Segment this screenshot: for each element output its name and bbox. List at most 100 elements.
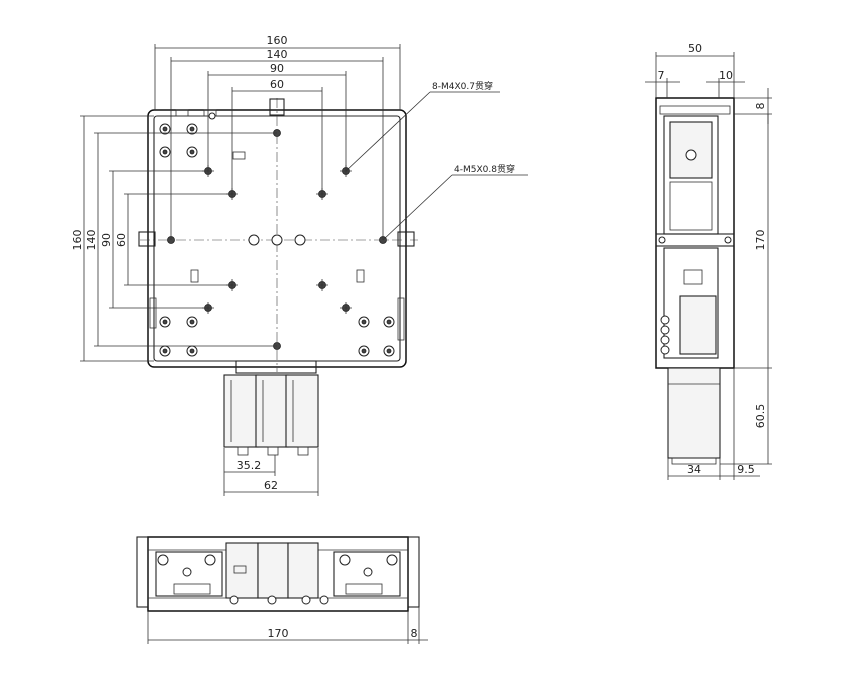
dim-text: 34 xyxy=(687,463,701,476)
hole xyxy=(157,554,169,566)
hole xyxy=(294,234,306,246)
side-middle-plate xyxy=(655,233,735,247)
motor-left xyxy=(223,374,259,448)
hole xyxy=(339,554,351,566)
hole-core xyxy=(162,126,168,132)
leader-line xyxy=(382,174,453,241)
thread-notes: 8-M4X0.7贯穿 4-M5X0.8贯穿 xyxy=(345,80,528,241)
hole-core xyxy=(189,319,195,325)
dim-text: 60 xyxy=(270,78,284,91)
front-motor-right xyxy=(287,542,319,599)
dim-text: 60.5 xyxy=(754,404,767,429)
front-bottom-dims: 170 8 xyxy=(147,607,428,644)
hole xyxy=(208,112,216,120)
hole xyxy=(229,595,239,605)
hole xyxy=(386,554,398,566)
hole-core xyxy=(386,319,392,325)
hole-core xyxy=(361,348,367,354)
hole-core xyxy=(189,348,195,354)
side-top-rail xyxy=(659,105,731,115)
hole xyxy=(319,595,329,605)
dim-text: 8 xyxy=(411,627,418,640)
motor-foot xyxy=(297,446,309,456)
slot-top xyxy=(232,151,246,160)
hole-core xyxy=(386,348,392,354)
dim-text: 90 xyxy=(100,233,113,247)
hole xyxy=(658,236,666,244)
top-rail-block-left xyxy=(175,109,189,117)
side-motor-foot xyxy=(671,457,717,465)
front-right-block xyxy=(333,551,401,597)
dim-text: 9.5 xyxy=(737,463,755,476)
motor-foot xyxy=(267,446,279,456)
dim-text: 50 xyxy=(688,42,702,55)
hole xyxy=(271,234,283,246)
side-right-dims: 8 170 60.5 xyxy=(720,88,772,465)
dim-text: 170 xyxy=(754,230,767,251)
front-slot xyxy=(233,565,247,574)
right-edge-detail xyxy=(397,297,405,341)
hole xyxy=(267,595,277,605)
hole-core xyxy=(162,319,168,325)
dim-text: 62 xyxy=(264,479,278,492)
dim-text: 140 xyxy=(85,230,98,251)
hole xyxy=(248,234,260,246)
slot-left xyxy=(190,269,199,283)
hole xyxy=(724,236,732,244)
front-right-flange xyxy=(407,536,420,608)
top-view: 160 140 90 60 160 140 90 60 xyxy=(71,34,528,496)
dim-text: 60 xyxy=(115,233,128,247)
hole xyxy=(660,315,670,325)
dim-text: 90 xyxy=(270,62,284,75)
top-pin xyxy=(269,98,285,116)
slot-right xyxy=(356,269,365,283)
motor-dims: 35.2 62 xyxy=(223,448,319,496)
front-left-bearings xyxy=(173,583,211,595)
dim-text: 35.2 xyxy=(237,459,262,472)
top-plate-outline xyxy=(147,109,407,368)
dim-text: 7 xyxy=(658,69,665,82)
side-motor xyxy=(667,367,721,459)
dim-text: 8 xyxy=(754,103,767,110)
hole xyxy=(204,554,216,566)
note-m5: 4-M5X0.8贯穿 xyxy=(454,163,515,175)
dim-text: 10 xyxy=(719,69,733,82)
side-lower-slot xyxy=(683,269,703,285)
dim-text: 140 xyxy=(267,48,288,61)
top-height-dims: 160 140 90 60 xyxy=(71,115,277,362)
hole-core xyxy=(162,348,168,354)
hole xyxy=(660,345,670,355)
side-lower-block xyxy=(663,247,719,359)
hole-core xyxy=(162,149,168,155)
hole-core xyxy=(189,126,195,132)
front-view: 170 8 xyxy=(136,536,428,644)
hole-core xyxy=(189,149,195,155)
front-left-block xyxy=(155,551,223,597)
hole xyxy=(660,325,670,335)
side-lower-mech xyxy=(679,295,717,355)
right-pin xyxy=(397,231,415,247)
bottom-connector xyxy=(235,360,317,374)
motor-center xyxy=(255,374,289,448)
note-m4: 8-M4X0.7贯穿 xyxy=(432,80,493,92)
side-top-dims: 50 7 10 xyxy=(645,42,745,98)
hole-core xyxy=(361,319,367,325)
leader-line xyxy=(345,91,431,172)
top-width-dims: 160 140 90 60 xyxy=(154,34,401,240)
motor-right xyxy=(285,374,319,448)
motor-assembly xyxy=(223,374,319,456)
side-view: 50 7 10 8 170 60.5 34 xyxy=(645,42,772,480)
left-edge-detail xyxy=(149,297,157,329)
front-left-flange xyxy=(136,536,149,608)
side-upper-lower xyxy=(669,181,713,231)
front-right-bearings xyxy=(345,583,383,595)
dim-text: 170 xyxy=(268,627,289,640)
dim-text: 160 xyxy=(267,34,288,47)
hole xyxy=(182,567,192,577)
hole xyxy=(363,567,373,577)
hole xyxy=(685,149,697,161)
front-motor-center xyxy=(257,542,289,599)
front-motor-left xyxy=(225,542,259,599)
side-bottom-dims: 34 9.5 xyxy=(667,368,760,480)
